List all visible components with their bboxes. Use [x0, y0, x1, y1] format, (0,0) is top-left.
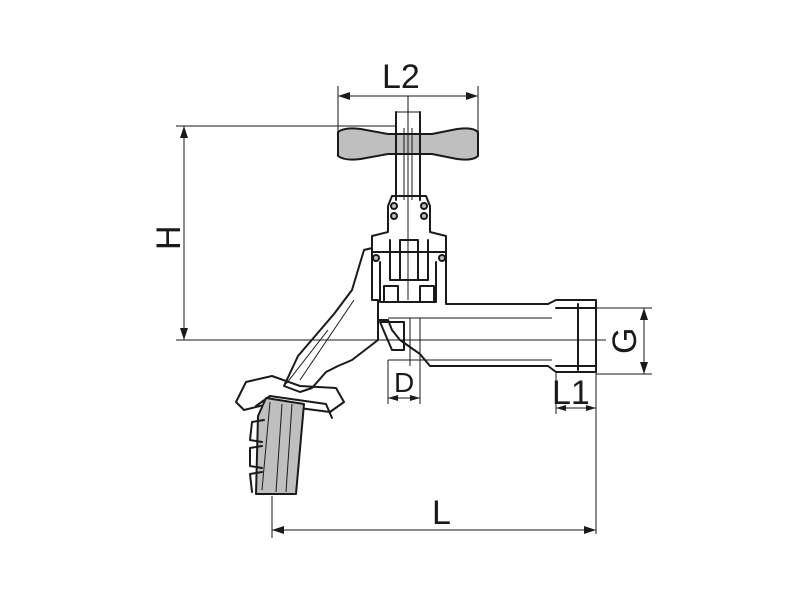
center-lines — [180, 96, 606, 341]
label-l2: L2 — [382, 58, 420, 96]
dimension-l2: L2 — [337, 58, 479, 132]
dimension-l1: L1 — [552, 372, 597, 534]
hose-connector — [235, 375, 345, 495]
label-d: D — [394, 367, 414, 398]
dimension-l: L — [271, 494, 596, 538]
dimension-h: H — [150, 125, 396, 341]
dimension-g: G — [596, 307, 652, 375]
dimension-d: D — [387, 360, 421, 404]
label-l1: L1 — [552, 374, 590, 412]
label-g: G — [606, 328, 644, 354]
label-h: H — [150, 225, 188, 250]
label-l: L — [432, 494, 451, 532]
valve-body — [283, 247, 597, 393]
valve-bonnet — [371, 195, 447, 303]
